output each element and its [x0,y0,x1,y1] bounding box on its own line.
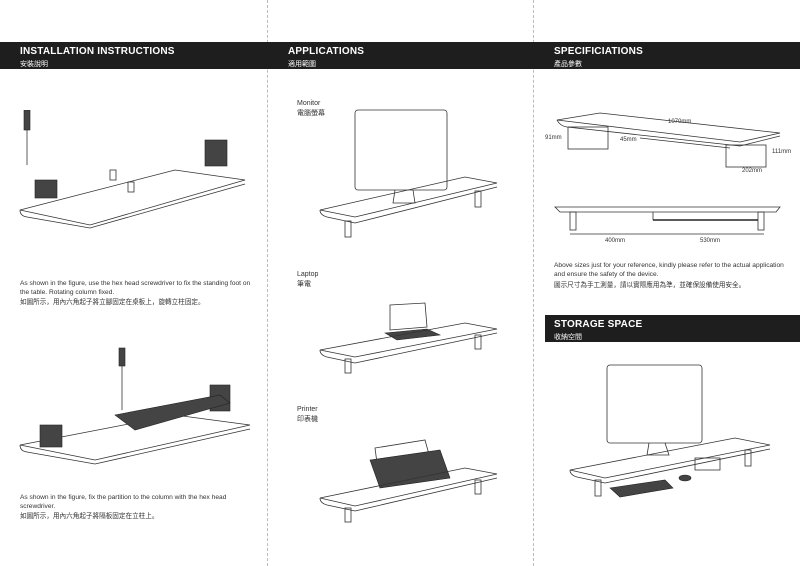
section-title: INSTALLATION INSTRUCTIONS [20,46,175,57]
header-band [0,42,800,69]
section-title-zh: 安裝說明 [20,61,48,68]
monitor-illustration [319,109,498,238]
label-zh: 電腦螢幕 [297,110,325,117]
step2-text-en: As shown in the figure, fix the partitio… [20,494,227,510]
label-en: Monitor [297,100,321,107]
section-title-zh: 收納空間 [554,334,582,341]
section-title-zh: 產品參數 [554,61,582,68]
column-divider [533,0,534,566]
laptop-illustration [319,302,498,374]
section-title: APPLICATIONS [288,46,365,57]
dim-shelf-height: 45mm [620,137,637,143]
column-divider [267,0,268,566]
step1-text-en: As shown in the figure, use the hex head… [20,280,251,296]
label-zh: 筆電 [297,281,311,288]
application-label-laptop: Laptop 筆電 [297,270,318,290]
storage-header-band [545,315,800,342]
spec-note-zh: 圖示尺寸為手工測量，請以實際應用為準，並確保設備使用安全。 [554,282,746,289]
applications-header: APPLICATIONS 適用範圍 [288,46,364,69]
step2-text-zh: 如圖所示，用內六角起子將隔板固定在立柱上。 [20,513,159,520]
dim-length: 1070mm [668,119,691,125]
installation-step1-illustration [19,110,246,229]
dimension-diagram: 1070mm 91mm 45mm 111mm 202mm 400mm 530mm [545,112,791,244]
step1-text-zh: 如圖所示，用內六角起子將立腳固定在桌板上，旋轉立柱固定。 [20,299,205,306]
dim-right-height: 111mm [772,149,791,155]
dim-left-height: 91mm [545,135,562,141]
dim-depth: 202mm [742,168,762,174]
application-label-printer: Printer 印表機 [297,405,318,425]
printer-illustration [319,439,498,523]
storage-header: STORAGE SPACE 收納空間 [554,319,642,342]
application-label-monitor: Monitor 電腦螢幕 [297,99,325,119]
installation-step2-illustration [19,347,251,465]
specifications-header: SPECIFICIATIONS 產品參數 [554,46,643,69]
installation-header: INSTALLATION INSTRUCTIONS 安裝說明 [20,46,175,69]
section-title: STORAGE SPACE [554,319,643,330]
dim-left-span: 400mm [605,238,625,244]
dim-right-span: 530mm [700,238,720,244]
storage-illustration [569,364,771,498]
section-title: SPECIFICIATIONS [554,46,643,57]
section-title-zh: 適用範圍 [288,61,316,68]
label-en: Laptop [297,271,319,278]
spec-note-en: Above sizes just for your reference, kin… [554,262,784,278]
label-zh: 印表機 [297,416,318,423]
label-en: Printer [297,406,318,413]
